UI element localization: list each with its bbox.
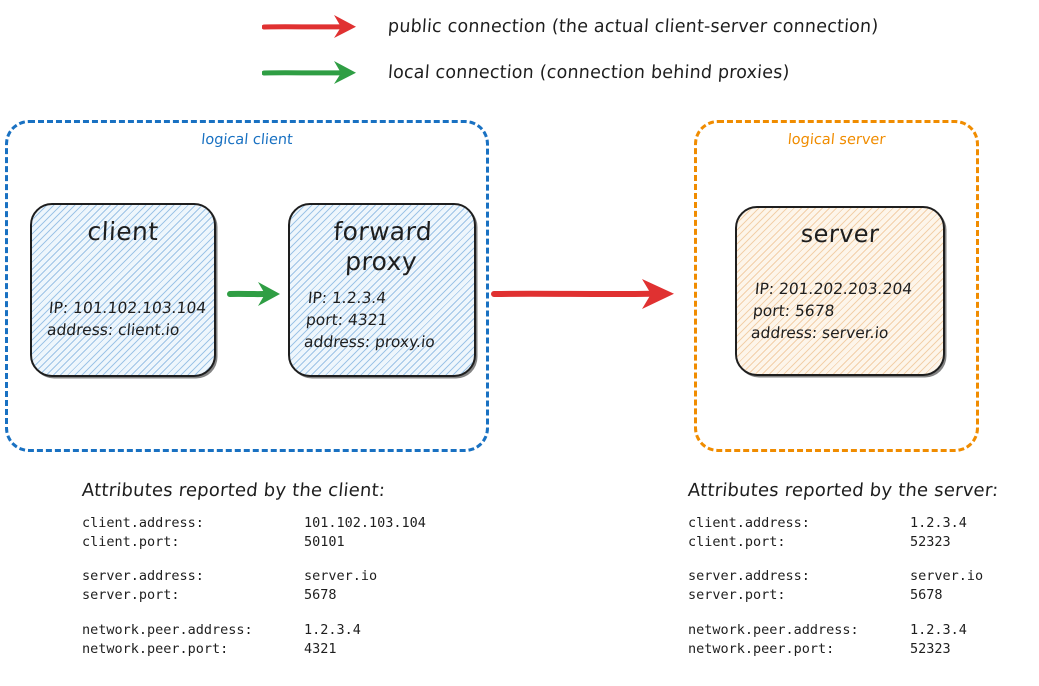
attribute-value: server.io bbox=[910, 568, 984, 585]
legend-label-public-connection: public connection (the actual client-ser… bbox=[387, 16, 880, 38]
attribute-key: server.address: bbox=[688, 568, 810, 585]
table-row-spacer bbox=[82, 606, 426, 621]
attribute-value: server.io bbox=[304, 568, 378, 585]
attribute-key: network.peer.address: bbox=[688, 621, 859, 638]
attribute-key: network.peer.address: bbox=[82, 621, 253, 638]
table-row: client.port: 50101 bbox=[82, 533, 426, 552]
logical-client-group: logical client bbox=[5, 120, 489, 452]
attribute-value: 101.102.103.104 bbox=[304, 515, 426, 531]
connector-client-to-proxy bbox=[227, 282, 280, 306]
red-right-arrow-icon bbox=[262, 15, 356, 38]
table-row: client.address: 1.2.3.4 bbox=[688, 514, 983, 533]
node-client[interactable]: client IP: 101.102.103.104 address: clie… bbox=[30, 203, 216, 377]
node-server[interactable]: server IP: 201.202.203.204 port: 5678 ad… bbox=[735, 206, 945, 376]
table-row: server.address: server.io bbox=[688, 567, 983, 586]
table-row: network.peer.port: 52323 bbox=[688, 640, 983, 659]
attribute-value: 1.2.3.4 bbox=[910, 515, 967, 531]
logical-server-label: logical server bbox=[787, 132, 886, 148]
server-attributes-rows: client.address: 1.2.3.4 client.port: 52323 s… bbox=[688, 514, 983, 659]
attribute-value: 52323 bbox=[910, 640, 951, 657]
client-attributes-title: Attributes reported by the client: bbox=[81, 480, 387, 501]
node-client-prop-ip: IP: 101.102.103.104 bbox=[48, 299, 207, 317]
node-client-title: client bbox=[86, 217, 160, 246]
table-row-spacer bbox=[82, 552, 426, 567]
server-attributes-table: client.address: 1.2.3.4 client.port: 52323 s… bbox=[688, 514, 983, 659]
attribute-key: server.port: bbox=[82, 587, 180, 604]
client-attributes-table: client.address: 101.102.103.104 client.por… bbox=[82, 514, 426, 659]
attribute-value: 5678 bbox=[910, 587, 943, 604]
logical-client-label: logical client bbox=[200, 132, 294, 148]
table-row-spacer bbox=[688, 552, 983, 567]
node-forward-proxy-prop-address: address: proxy.io bbox=[303, 333, 436, 351]
attribute-key: server.port: bbox=[688, 587, 786, 604]
table-row-spacer bbox=[688, 606, 983, 621]
table-row: network.peer.port: 4321 bbox=[82, 640, 426, 659]
node-server-prop-ip: IP: 201.202.203.204 bbox=[754, 280, 913, 298]
green-right-arrow-icon bbox=[262, 61, 356, 84]
legend-label-local-connection: local connection (connection behind prox… bbox=[387, 62, 791, 84]
logical-server-group: logical server bbox=[694, 120, 979, 452]
table-row: server.port: 5678 bbox=[82, 586, 426, 605]
node-client-prop-address: address: client.io bbox=[46, 321, 181, 339]
attribute-key: client.address: bbox=[82, 515, 204, 531]
attribute-key: network.peer.port: bbox=[688, 640, 835, 657]
client-attributes-rows: client.address: 101.102.103.104 client.por… bbox=[82, 514, 426, 659]
node-server-title: server bbox=[800, 220, 880, 248]
attribute-value: 5678 bbox=[304, 587, 337, 604]
table-row: network.peer.address: 1.2.3.4 bbox=[688, 621, 983, 640]
attribute-value: 4321 bbox=[304, 640, 337, 657]
attribute-key: server.address: bbox=[82, 568, 204, 585]
attribute-value: 50101 bbox=[304, 534, 345, 551]
table-row: network.peer.address: 1.2.3.4 bbox=[82, 621, 426, 640]
node-forward-proxy-title-line2: proxy bbox=[344, 246, 418, 276]
attribute-key: client.address: bbox=[688, 515, 810, 531]
client-attributes-block: Attributes reported by the client: clien… bbox=[81, 480, 426, 659]
attribute-key: client.port: bbox=[82, 534, 180, 551]
server-attributes-title: Attributes reported by the server: bbox=[687, 480, 1000, 501]
attribute-key: network.peer.port: bbox=[82, 640, 229, 657]
attribute-key: client.port: bbox=[688, 534, 786, 551]
node-forward-proxy-prop-ip: IP: 1.2.3.4 bbox=[307, 289, 388, 307]
node-forward-proxy-properties: IP: 1.2.3.4 port: 4321 address: proxy.io bbox=[303, 287, 461, 353]
attribute-value: 1.2.3.4 bbox=[910, 621, 967, 638]
node-server-prop-address: address: server.io bbox=[750, 324, 890, 342]
connector-proxy-to-server bbox=[491, 279, 674, 309]
table-row: server.address: server.io bbox=[82, 567, 426, 586]
node-server-prop-port: port: 5678 bbox=[752, 302, 836, 320]
node-client-properties: IP: 101.102.103.104 address: client.io bbox=[46, 297, 207, 341]
node-forward-proxy-prop-port: port: 4321 bbox=[305, 311, 389, 329]
attribute-value: 52323 bbox=[910, 534, 951, 551]
node-forward-proxy-title-line1: forward bbox=[332, 217, 433, 246]
legend-item-public-connection: public connection (the actual client-ser… bbox=[262, 12, 880, 42]
node-forward-proxy-title: forward proxy bbox=[304, 217, 459, 276]
node-forward-proxy[interactable]: forward proxy IP: 1.2.3.4 port: 4321 add… bbox=[288, 203, 476, 377]
table-row: server.port: 5678 bbox=[688, 586, 983, 605]
table-row: client.address: 101.102.103.104 bbox=[82, 514, 426, 533]
table-row: client.port: 52323 bbox=[688, 533, 983, 552]
legend-item-local-connection: local connection (connection behind prox… bbox=[262, 58, 790, 88]
server-attributes-block: Attributes reported by the server: clien… bbox=[687, 480, 1000, 659]
node-server-properties: IP: 201.202.203.204 port: 5678 address: … bbox=[750, 278, 930, 344]
attribute-value: 1.2.3.4 bbox=[304, 621, 361, 638]
